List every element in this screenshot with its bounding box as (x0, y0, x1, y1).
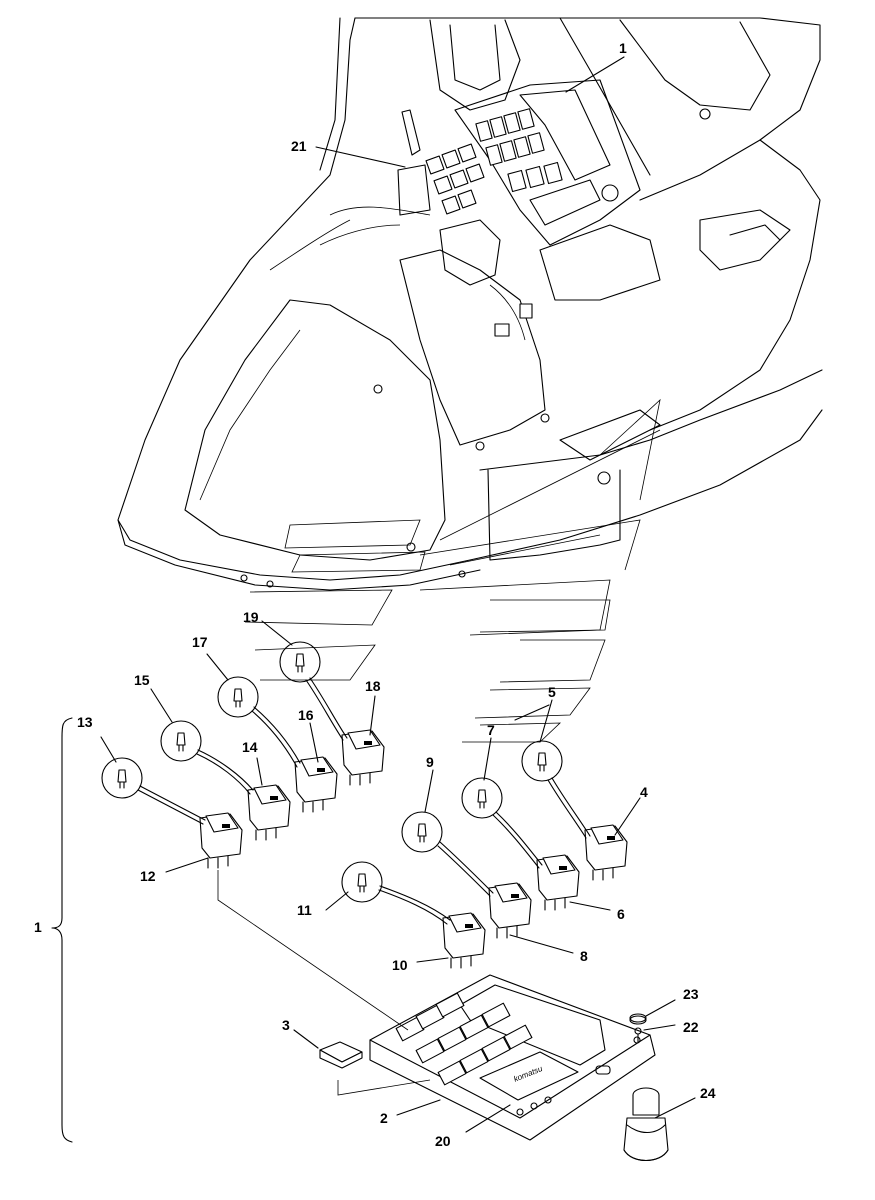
rocker-switch-16 (294, 756, 338, 813)
leader-lines (100, 56, 696, 1133)
rocker-switch-8 (488, 882, 532, 939)
callout-19: 19 (243, 609, 259, 625)
bulb-17 (217, 676, 301, 768)
cab-console-illustration (117, 17, 823, 591)
knob-24 (623, 1087, 669, 1162)
rocker-switch-4 (584, 824, 628, 881)
callout-17: 17 (192, 634, 208, 650)
bulb-5 (521, 740, 591, 839)
cap-3 (319, 1041, 363, 1069)
bulb-11 (341, 861, 451, 925)
callout-22: 22 (683, 1019, 699, 1035)
callout-18: 18 (365, 678, 381, 694)
callout-1-group: 1 (34, 919, 42, 935)
console-switch-grid (475, 108, 563, 193)
bulb-19 (279, 641, 348, 741)
bulb-7 (461, 777, 543, 869)
bulb-9 (401, 811, 494, 897)
bulb-15 (160, 720, 254, 795)
callout-15: 15 (134, 672, 150, 688)
rocker-switches (199, 729, 628, 969)
callout-11: 11 (297, 902, 312, 918)
washer-23 (629, 1013, 647, 1025)
callout-12: 12 (140, 868, 156, 884)
callout-23: 23 (683, 986, 699, 1002)
callout-7: 7 (487, 722, 495, 738)
screw-22 (634, 1027, 642, 1043)
rocker-switch-14 (247, 784, 291, 841)
callout-3: 3 (282, 1017, 290, 1033)
callout-2: 2 (380, 1110, 388, 1126)
rocker-switch-18 (341, 729, 385, 786)
callout-6: 6 (617, 906, 625, 922)
bulb-13 (101, 757, 206, 825)
left-switch-cluster (425, 143, 485, 215)
rocker-switch-12 (199, 812, 243, 869)
callout-10: 10 (392, 957, 408, 973)
bulbs (101, 641, 591, 925)
callout-21: 21 (291, 138, 307, 154)
callout-13: 13 (77, 714, 93, 730)
callout-24: 24 (700, 1085, 716, 1101)
callout-8: 8 (580, 948, 588, 964)
rocker-switch-6 (536, 854, 580, 911)
group-brace (51, 717, 73, 1143)
callout-1-top: 1 (619, 40, 627, 56)
switch-panel-plate: komatsu (369, 974, 656, 1141)
rocker-switch-10 (442, 912, 486, 969)
callout-labels: 1 21 19 17 18 15 5 16 13 7 14 9 4 12 11 … (34, 40, 716, 1149)
callout-4: 4 (640, 784, 648, 800)
callout-20: 20 (435, 1133, 451, 1149)
callout-14: 14 (242, 739, 258, 755)
callout-9: 9 (426, 754, 434, 770)
logo-plate-20 (479, 1051, 579, 1101)
callout-5: 5 (548, 684, 556, 700)
projection-lines (244, 398, 661, 743)
callout-16: 16 (298, 707, 314, 723)
